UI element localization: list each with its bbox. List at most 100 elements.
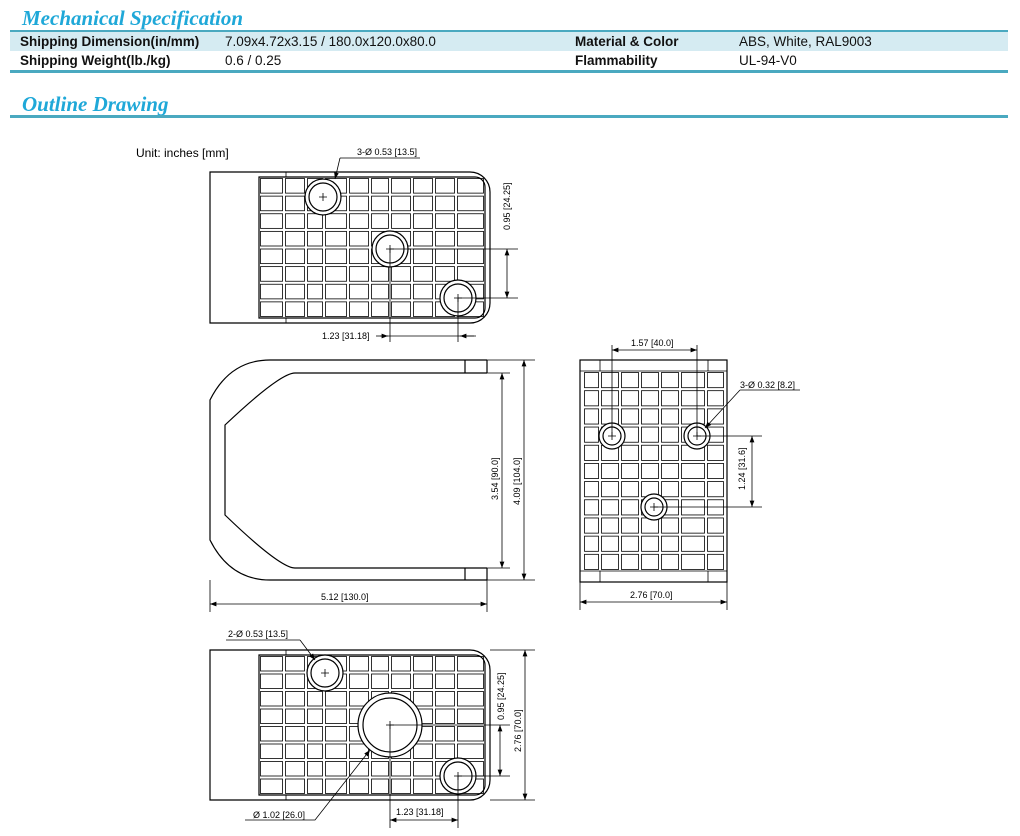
grid-cell (457, 726, 484, 742)
grid-cell (285, 673, 305, 689)
grid-cell (601, 481, 619, 498)
grid-cell (435, 691, 455, 707)
grid-cell (285, 761, 305, 777)
top-view: 3-Ø 0.53 [13.5] 0.95 [24.25] 1.23 [31.18… (209, 147, 518, 342)
dim-label: 3-Ø 0.53 [13.5] (357, 147, 417, 157)
grid-cell (260, 230, 283, 247)
grid-cell (349, 230, 369, 247)
grid-cell (435, 708, 455, 724)
grid-cell (661, 426, 679, 443)
grid-cell (371, 266, 389, 282)
grid-cell (260, 301, 283, 317)
grid-cell (457, 656, 484, 672)
grid-cell (371, 673, 389, 689)
grid-cell (349, 691, 369, 707)
grid-cell (325, 761, 347, 777)
grid-cell (325, 743, 347, 759)
dim-label: 2.76 [70.0] (630, 590, 673, 600)
grid-cell (641, 390, 659, 407)
dim-label: 3-Ø 0.32 [8.2] (740, 380, 795, 390)
dim-label: 3.54 [90.0] (490, 457, 500, 500)
grid-cell (707, 372, 724, 389)
dim-label: Ø 1.02 [26.0] (253, 810, 305, 820)
grid-cell (349, 283, 369, 300)
dim-label: 2-Ø 0.53 [13.5] (228, 629, 288, 639)
grid-cell (457, 248, 484, 265)
grid-cell (285, 656, 305, 672)
grid-cell (435, 178, 455, 194)
grid-cell (307, 248, 323, 265)
grid-cell (621, 408, 639, 425)
outline-drawing-title: Outline Drawing (22, 92, 169, 116)
grid-cell (681, 553, 705, 570)
grid-cell (621, 444, 639, 461)
grid-cell (349, 761, 369, 777)
grid-cell (457, 691, 484, 707)
grid-cell (681, 463, 705, 479)
grid-cell (260, 178, 283, 194)
grid-cell (584, 463, 599, 479)
grid-cell (661, 553, 679, 570)
grid-cell (260, 195, 283, 212)
dim-label: 1.57 [40.0] (631, 338, 674, 348)
grid-cell (307, 761, 323, 777)
grid-cell (661, 517, 679, 534)
grid-cell (435, 656, 455, 672)
grid-cell (457, 743, 484, 759)
grid-cell (641, 535, 659, 552)
grid-cell (413, 248, 433, 265)
grid-cell (349, 195, 369, 212)
grid-cell (707, 535, 724, 552)
grid-cell (707, 517, 724, 534)
grid-cell (413, 178, 433, 194)
grid-cell (260, 266, 283, 282)
grid-cell (584, 444, 599, 461)
grid-cell (413, 673, 433, 689)
spec-value: 7.09x4.72x3.15 / 180.0x120.0x80.0 (225, 34, 436, 49)
grid-cell (584, 390, 599, 407)
grid-cell (285, 743, 305, 759)
grid-cell (260, 656, 283, 672)
spec-value: ABS, White, RAL9003 (739, 34, 872, 49)
grid-cell (371, 301, 389, 317)
grid-cell (707, 444, 724, 461)
grid-cell (349, 266, 369, 282)
grid-cell (584, 553, 599, 570)
grid-cell (307, 708, 323, 724)
grid-cell (707, 463, 724, 479)
grid-cell (584, 426, 599, 443)
grid-cell (260, 726, 283, 742)
grid-cell (584, 535, 599, 552)
grid-cell (413, 195, 433, 212)
dim-label: 2.76 [70.0] (513, 709, 523, 752)
grid-cell (413, 266, 433, 282)
grid-cell (601, 499, 619, 516)
divider (10, 115, 1008, 118)
grid-cell (435, 213, 455, 229)
grid-cell (413, 301, 433, 317)
mechanical-spec-title: Mechanical Specification (22, 6, 244, 30)
spec-table: Shipping Dimension(in/mm) 7.09x4.72x3.15… (10, 32, 1008, 70)
grid-cell (260, 673, 283, 689)
grid-cell (681, 535, 705, 552)
grid-cell (435, 743, 455, 759)
grid-cell (307, 726, 323, 742)
grid-cell (349, 656, 369, 672)
grid-cell (391, 656, 411, 672)
grid-cell (285, 778, 305, 794)
grid-cell (413, 743, 433, 759)
grid-cell (260, 778, 283, 794)
grid-cell (707, 481, 724, 498)
grid-cell (413, 230, 433, 247)
grid-cell (641, 408, 659, 425)
grid-cell (601, 390, 619, 407)
grid-cell (584, 481, 599, 498)
center-mark (319, 193, 327, 201)
grid-cell (349, 213, 369, 229)
grid-cell (621, 535, 639, 552)
grid-cell (349, 778, 369, 794)
divider (10, 70, 1008, 73)
grid-cell (349, 178, 369, 194)
grid-cell (260, 283, 283, 300)
